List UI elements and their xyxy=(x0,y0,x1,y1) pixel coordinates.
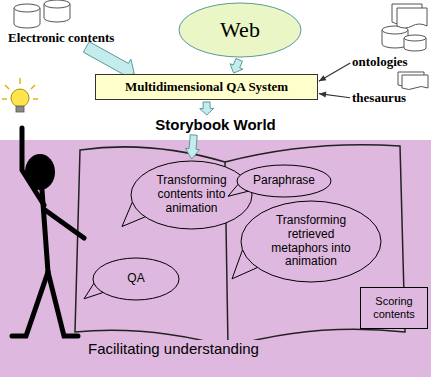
arrow-shape xyxy=(83,42,134,79)
storybook-heading: Storybook World xyxy=(0,116,431,133)
source-label: thesaurus xyxy=(352,90,406,106)
database-cylinder xyxy=(404,35,426,41)
node-text: Electronic contents xyxy=(8,30,114,46)
web-ellipse: Web xyxy=(178,2,302,58)
bubble-body xyxy=(241,201,381,282)
source-label: Electronic contents xyxy=(8,30,114,46)
process-box: Multidimensional QA System xyxy=(95,74,318,100)
figure-leg xyxy=(48,272,78,336)
score-box: Scoring contents xyxy=(360,287,428,329)
link-arrow xyxy=(319,63,350,81)
node-text: Paraphrase xyxy=(251,174,317,188)
speech-bubble: Transforming retrieved metaphors into an… xyxy=(240,200,382,283)
document-sheet xyxy=(397,8,427,28)
stick-figure xyxy=(12,128,84,336)
figure-leg xyxy=(12,272,48,336)
database-cylinder xyxy=(44,0,70,8)
block-arrow xyxy=(230,58,243,73)
block-arrow xyxy=(83,42,134,79)
arrow-shape xyxy=(200,102,214,115)
arrow-shape xyxy=(186,135,200,159)
bulb-base xyxy=(16,106,24,112)
node-text: thesaurus xyxy=(352,90,406,106)
speech-bubble: Paraphrase xyxy=(236,164,332,198)
block-arrow xyxy=(200,102,214,115)
link-arrow xyxy=(319,92,350,98)
bulb-rays xyxy=(2,78,38,99)
bulb-glass xyxy=(11,89,29,107)
open-book xyxy=(75,145,405,347)
node-text: Multidimensional QA System xyxy=(125,80,288,95)
arrow-head xyxy=(319,92,326,98)
source-label: ontologies xyxy=(352,54,408,70)
bulb-ray xyxy=(33,98,38,99)
bulb-ray xyxy=(19,78,20,84)
document-icons xyxy=(392,4,428,90)
arrow-shape xyxy=(230,58,243,73)
storybook-band: Storybook WorldFacilitating understandin… xyxy=(0,140,431,377)
database-cylinder xyxy=(14,4,40,12)
arrow-head xyxy=(319,75,327,81)
light-bulb xyxy=(2,78,38,112)
node-text: Transforming contents into animation xyxy=(149,174,235,215)
band-caption: Facilitating understanding xyxy=(85,340,262,357)
node-text: Scoring contents xyxy=(366,295,422,320)
speech-bubble: QA xyxy=(92,257,180,301)
bulb-ray xyxy=(2,98,7,99)
bubble-body xyxy=(93,258,179,300)
web-shape xyxy=(179,3,301,57)
bubble-body xyxy=(237,165,331,197)
node-text: Transforming retrieved metaphors into an… xyxy=(261,214,361,269)
arrow-line xyxy=(319,63,350,81)
figure-arm xyxy=(45,210,84,238)
node-text: Web xyxy=(220,17,260,42)
block-arrow xyxy=(186,135,200,159)
bubble-body xyxy=(131,161,252,229)
node-text: QA xyxy=(116,272,156,286)
document-sheet xyxy=(402,75,428,90)
figure-arm xyxy=(22,128,44,205)
storybook-ground xyxy=(0,140,431,377)
bulb-ray xyxy=(31,85,35,89)
bulb-ray xyxy=(5,85,9,89)
node-text: ontologies xyxy=(352,54,408,70)
